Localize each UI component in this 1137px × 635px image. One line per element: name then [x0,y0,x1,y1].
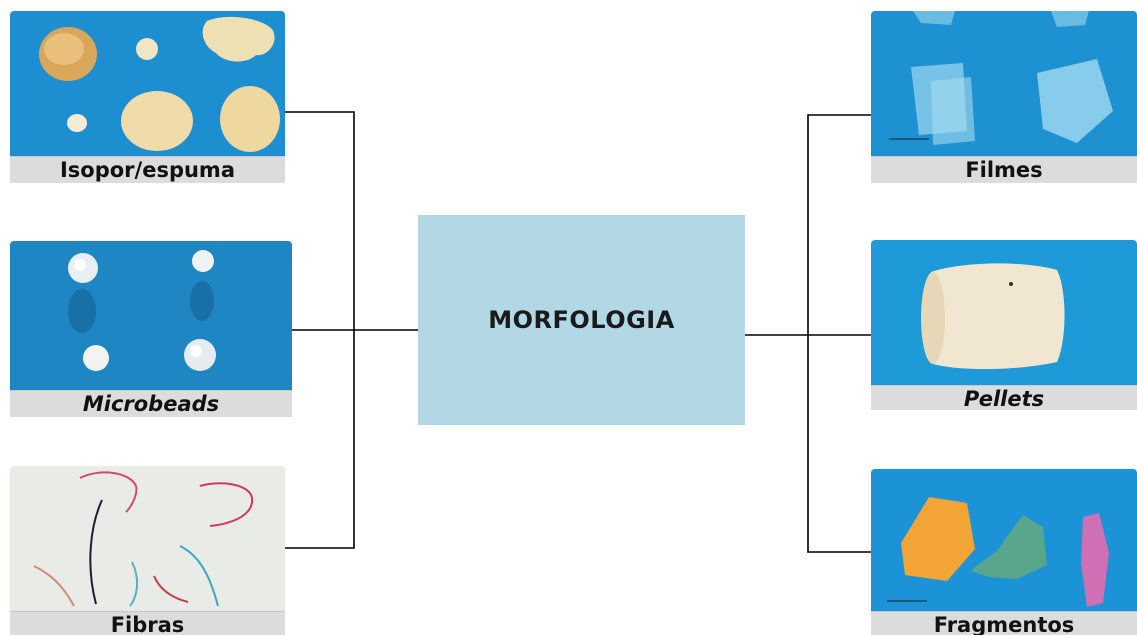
fibers-photo [10,466,285,611]
node-label: Microbeads [10,390,292,417]
connector-right-trunk [807,114,871,553]
foam-photo [10,11,285,156]
node-filmes: Filmes [871,11,1137,183]
node-pellets: Pellets [871,240,1137,410]
node-label: Fibras [10,611,285,635]
center-node-morfologia: MORFOLOGIA [418,215,745,425]
node-label: Filmes [871,156,1137,183]
fragments-photo [871,469,1137,611]
microbeads-photo [10,241,292,390]
node-label: Pellets [871,385,1137,410]
pellet-photo [871,240,1137,385]
node-microbeads: Microbeads [10,241,292,418]
node-label: Fragmentos [871,611,1137,635]
node-label: Isopor/espuma [10,156,285,183]
node-fragmentos: Fragmentos [871,469,1137,635]
center-title: MORFOLOGIA [488,306,675,334]
node-fibras: Fibras [10,466,285,635]
films-photo [871,11,1137,156]
connector-left-trunk [285,111,355,549]
node-isopor-espuma: Isopor/espuma [10,11,285,183]
